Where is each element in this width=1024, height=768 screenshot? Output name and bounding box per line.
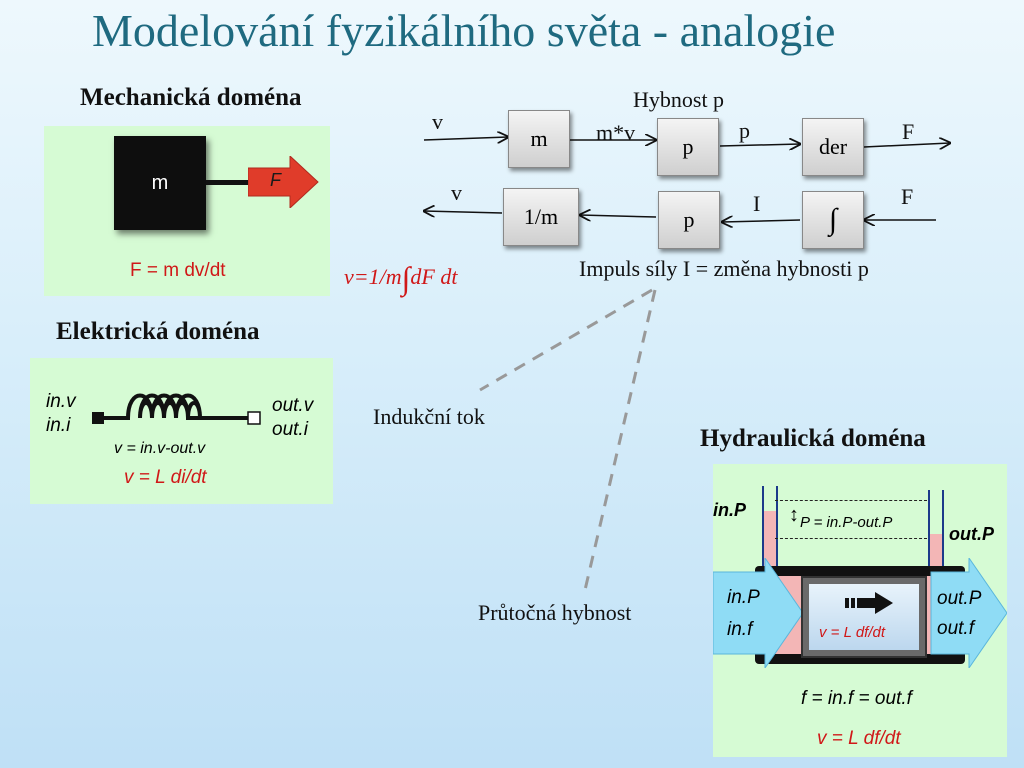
integral-block: ∫ [802,191,864,249]
signal-v-in: v [432,109,443,134]
out-v-label: out.v [272,395,314,416]
in-i-label: in.i [46,415,71,436]
pressure-arrow-icon: ↕ [789,504,799,526]
momentum-block-top: p [657,118,719,176]
out-p-label: out.P [937,588,982,609]
signal-mv: m*v [596,120,636,145]
signal-f-out: F [902,119,915,144]
integral-equation-suffix: dF dt [410,264,458,289]
electrical-equation: v = L di/dt [124,467,207,488]
pressure-top-line [775,500,927,501]
flux-annotation: Indukční tok [373,404,485,429]
flow-arrows [713,558,1007,668]
inverse-mass-block: 1/m [503,188,579,246]
mechanical-panel: m F F = m dv/dt [44,126,330,296]
hydraulic-equation: v = L df/dt [817,728,901,749]
inductor-coil-icon [92,393,261,425]
integral-sign-icon: ∫ [401,260,411,296]
integral-equation-prefix: v=1/m [344,264,402,289]
connector-rod [206,180,252,185]
mass-block: m [114,136,206,230]
pressure-equation: P = in.P-out.P [800,514,893,531]
inertance-block: v = L df/dt [801,576,927,658]
flow-equation: f = in.f = out.f [801,688,912,709]
momentum-block-bottom: p [658,191,720,249]
integral-equation: v=1/m∫dF dt [344,260,457,297]
in-v-label: in.v [46,391,76,412]
signal-p: p [739,118,750,143]
signal-f-in: F [901,184,914,209]
electrical-panel: in.v in.i out.v out.i v = in.v-out.v v =… [30,358,333,504]
force-arrow-icon [248,156,319,208]
hydraulic-panel: ↕ P = in.P-out.P in.P out.P in.P in.f ou… [713,464,1007,757]
inertance-window: v = L df/dt [809,584,919,650]
mechanical-equation: F = m dv/dt [130,260,226,281]
pipe-equation: v = L df/dt [819,624,886,641]
flow-momentum-annotation: Průtočná hybnost [478,600,632,625]
mechanical-heading: Mechanická doména [80,84,302,111]
force-label: F [270,170,281,190]
signal-impulse: I [753,191,761,216]
momentum-label: Hybnost p [633,87,725,112]
flow-direction-arrow-icon [845,592,893,614]
in-p-label: in.P [727,587,760,608]
electrical-heading: Elektrická doména [56,318,260,345]
pressure-bottom-line [775,538,927,539]
hydraulic-heading: Hydraulická doména [700,425,926,452]
page-title: Modelování fyzikálního světa - analogie [92,5,836,56]
out-i-label: out.i [272,419,308,440]
signal-v-out: v [451,180,462,205]
derivative-block: der [802,118,864,176]
impulse-label: Impuls síly I = změna hybnosti p [579,256,869,281]
inlet-pressure-label: in.P [713,500,747,520]
in-f-label: in.f [727,619,753,640]
out-f-label: out.f [937,618,974,639]
voltage-equation: v = in.v-out.v [114,440,206,457]
mass-gain-block: m [508,110,570,168]
outlet-pressure-label: out.P [949,524,994,544]
